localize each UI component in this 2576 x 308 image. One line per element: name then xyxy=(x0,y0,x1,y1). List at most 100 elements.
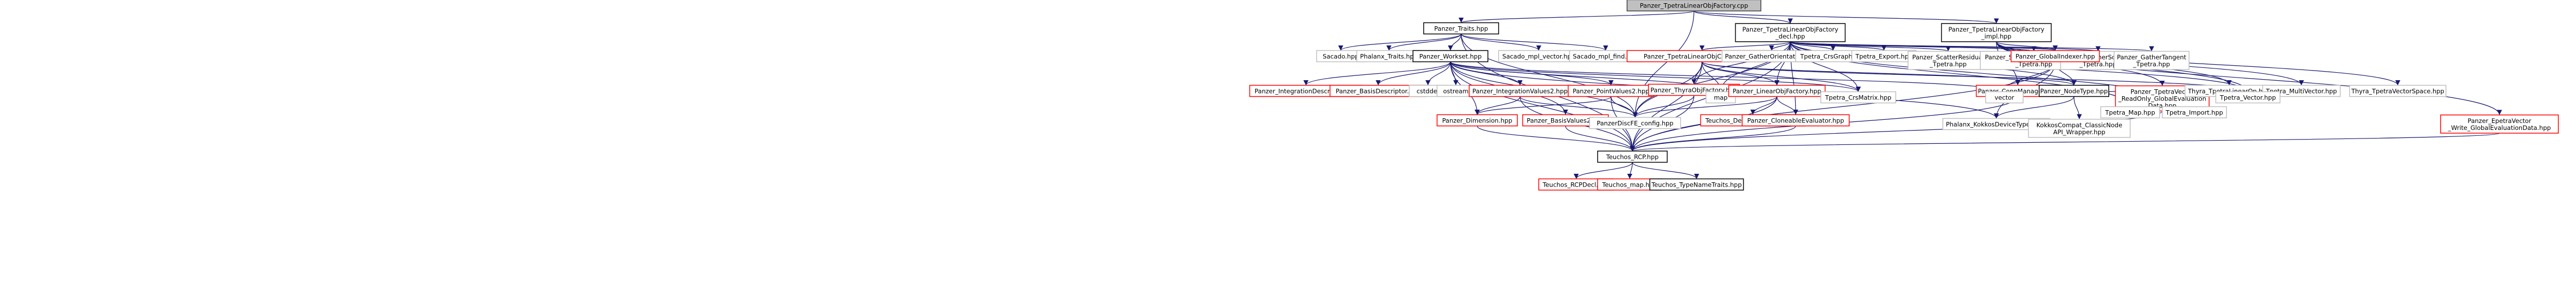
edge-workset-to-cstddef xyxy=(1425,61,1451,86)
node-label: _Tpetra.hpp xyxy=(2079,60,2117,68)
file-nodes: Panzer_TpetraLinearObjFactory.cppPanzer_… xyxy=(1249,0,2559,191)
edge-point_values2-to-dimension xyxy=(1475,96,1612,116)
node-phalanx-traits[interactable]: Phalanx_Traits.hpp xyxy=(1356,50,1422,63)
node-point-values2[interactable]: Panzer_PointValues2.hpp xyxy=(1568,84,1654,97)
node-box xyxy=(2114,51,2190,70)
node-root[interactable]: Panzer_TpetraLinearObjFactory.cpp xyxy=(1627,0,1761,12)
node-label: Tpetra_Map.hpp xyxy=(2104,109,2155,117)
node-sacado[interactable]: Sacado.hpp xyxy=(1316,50,1365,63)
node-global-indexer[interactable]: Panzer_GlobalIndexer.hpp xyxy=(2010,50,2100,63)
edge-factory_impl-to-global_indexer xyxy=(1996,41,2058,51)
edge-root-to-traits xyxy=(1458,10,1694,24)
node-label: Panzer_TpetraVector xyxy=(2131,88,2194,96)
edge-global_indexer-to-teuchos_rcp xyxy=(1630,61,2056,151)
node-node-type[interactable]: Panzer_NodeType.hpp xyxy=(2039,84,2109,97)
node-tpetra-multivector[interactable]: Tpetra_MultiVector.hpp xyxy=(2262,84,2341,97)
node-workset[interactable]: Panzer_Workset.hpp xyxy=(1412,50,1488,63)
node-tpetra-crsmatrix[interactable]: Tpetra_CrsMatrix.hpp xyxy=(1820,91,1896,104)
edge-root-to-factory_impl xyxy=(1693,10,1999,24)
node-teuchos-rcp[interactable]: Teuchos_RCP.hpp xyxy=(1597,150,1668,163)
node-scatter-residual[interactable]: Panzer_ScatterResidual_Tpetra.hpp xyxy=(1908,51,1989,70)
node-box xyxy=(2039,84,2109,97)
edge-traits-to-sacado xyxy=(1338,33,1462,51)
edge-factory_decl-to-global_indexer xyxy=(1790,41,2058,51)
node-box xyxy=(2262,84,2341,97)
node-basis-values2[interactable]: Panzer_BasisValues2.hpp xyxy=(1522,114,1609,127)
node-box xyxy=(1649,178,1744,191)
edge-factory_decl-to-tpetra_crsgraph xyxy=(1790,41,1836,51)
node-label: Sacado_mpl_find.hpp xyxy=(1573,53,1639,60)
edge-traits-to-sacado_mpl_vector xyxy=(1461,34,1541,51)
node-gather-tangent[interactable]: Panzer_GatherTangent_Tpetra.hpp xyxy=(2114,51,2190,70)
node-label: Sacado_mpl_vector.hpp xyxy=(1502,53,1575,60)
node-label: Panzer_BasisDescriptor.hpp xyxy=(1336,88,1421,95)
node-cloneable-evaluator[interactable]: Panzer_CloneableEvaluator.hpp xyxy=(1742,114,1850,127)
edge-root-to-factory_decl xyxy=(1693,10,1793,24)
edge-traits-to-phalanx_traits xyxy=(1386,34,1462,51)
node-label: vector xyxy=(1995,94,2015,102)
node-box xyxy=(1728,84,1826,97)
node-label: Panzer_LinearObjFactory.hpp xyxy=(1732,88,1821,95)
node-label: Panzer_GatherTangent xyxy=(2117,53,2186,61)
node-label: Phalanx_Traits.hpp xyxy=(1360,53,1418,60)
edge-tpetra_loc-to-tpetra_crsmatrix xyxy=(1701,61,1861,92)
node-vector[interactable]: vector xyxy=(1985,91,2024,104)
edge-root-to-config xyxy=(1632,11,1694,118)
node-type-name-traits[interactable]: Teuchos_TypeNameTraits.hpp xyxy=(1649,178,1744,191)
node-label: Sacado.hpp xyxy=(1323,53,1358,60)
node-sacado-mpl-vector[interactable]: Sacado_mpl_vector.hpp xyxy=(1498,50,1579,63)
node-label: API_Wrapper.hpp xyxy=(2053,128,2105,136)
node-box xyxy=(1627,0,1761,12)
node-basis-desc[interactable]: Panzer_BasisDescriptor.hpp xyxy=(1329,84,1427,97)
node-sacado-mpl-find[interactable]: Sacado_mpl_find.hpp xyxy=(1569,50,1643,63)
node-box xyxy=(1735,23,1846,42)
node-box xyxy=(2100,106,2160,119)
node-teuchos-map[interactable]: Teuchos_map.hpp xyxy=(1597,178,1662,191)
edge-basis_values2-to-teuchos_rcp xyxy=(1565,126,1635,151)
node-label: Panzer_Workset.hpp xyxy=(1419,53,1482,60)
node-box xyxy=(2010,50,2100,63)
edge-node_type-to-phalanx_kokkos xyxy=(1994,96,2075,119)
node-label: _Tpetra.hpp xyxy=(1929,60,1967,68)
node-factory-impl[interactable]: Panzer_TpetraLinearObjFactory_impl.hpp xyxy=(1941,23,2052,42)
edge-int_values2-to-config xyxy=(1519,96,1638,118)
node-label: Panzer_CloneableEvaluator.hpp xyxy=(1747,117,1844,125)
node-map[interactable]: map xyxy=(1705,91,1736,104)
node-dimension[interactable]: Panzer_Dimension.hpp xyxy=(1437,114,1518,127)
edge-tpetra_loc-to-teuchos_rcp xyxy=(1630,61,1703,151)
edge-factory_decl-to-gather_orientation xyxy=(1769,41,1791,51)
node-label: Tpetra_CrsMatrix.hpp xyxy=(1825,94,1891,102)
node-label: _ReadOnly_GlobalEvaluation xyxy=(2118,95,2206,103)
node-epetra-vector-wo[interactable]: Panzer_EpetraVector_Write_GlobalEvaluati… xyxy=(2440,114,2559,134)
node-box xyxy=(2215,91,2281,104)
node-tpetra-export[interactable]: Tpetra_Export.hpp xyxy=(1851,50,1917,63)
node-label: Panzer_IntegrationValues2.hpp xyxy=(1472,88,1568,95)
node-tpetra-vector[interactable]: Tpetra_Vector.hpp xyxy=(2215,91,2281,104)
node-tpetra-import[interactable]: Tpetra_Import.hpp xyxy=(2162,106,2227,119)
node-factory-decl[interactable]: Panzer_TpetraLinearObjFactory_decl.hpp xyxy=(1735,23,1846,42)
edge-factory_decl-to-thyra_obj_factory xyxy=(1691,41,1791,84)
node-label: Teuchos_map.hpp xyxy=(1602,181,1658,189)
node-tpetra-map[interactable]: Tpetra_Map.hpp xyxy=(2100,106,2160,119)
node-label: Tpetra_MultiVector.hpp xyxy=(2266,88,2337,95)
edge-traits-to-config xyxy=(1461,34,1638,118)
node-box xyxy=(1423,22,1499,35)
node-box xyxy=(1985,91,2024,104)
edge-workset-to-int_desc xyxy=(1303,61,1451,86)
node-thyra-vectorspace[interactable]: Thyra_TpetraVectorSpace.hpp xyxy=(2349,84,2446,97)
edge-factory_decl-to-scatter_residual xyxy=(1790,41,1951,52)
node-box xyxy=(1705,91,1736,104)
node-label: Phalanx_KokkosDeviceTypes.hpp xyxy=(1946,121,2047,128)
edge-teuchos_rcp-to-type_name_traits xyxy=(1632,162,1699,179)
edge-factory_decl-to-tpetra_loc xyxy=(1699,41,1791,51)
node-label: Tpetra_CrsGraph.hpp xyxy=(1799,53,1866,60)
node-traits[interactable]: Panzer_Traits.hpp xyxy=(1423,22,1499,35)
node-config[interactable]: PanzerDiscFE_config.hpp xyxy=(1589,117,1681,129)
node-label: Panzer_EpetraVector xyxy=(2468,117,2532,125)
edge-workset-to-vector xyxy=(1450,61,2007,93)
node-phalanx-kokkos[interactable]: Phalanx_KokkosDeviceTypes.hpp xyxy=(1942,118,2050,130)
node-int-values2[interactable]: Panzer_IntegrationValues2.hpp xyxy=(1469,84,1571,97)
node-linear-obj-factory[interactable]: Panzer_LinearObjFactory.hpp xyxy=(1728,84,1826,97)
node-label: Teuchos_TypeNameTraits.hpp xyxy=(1651,181,1742,189)
